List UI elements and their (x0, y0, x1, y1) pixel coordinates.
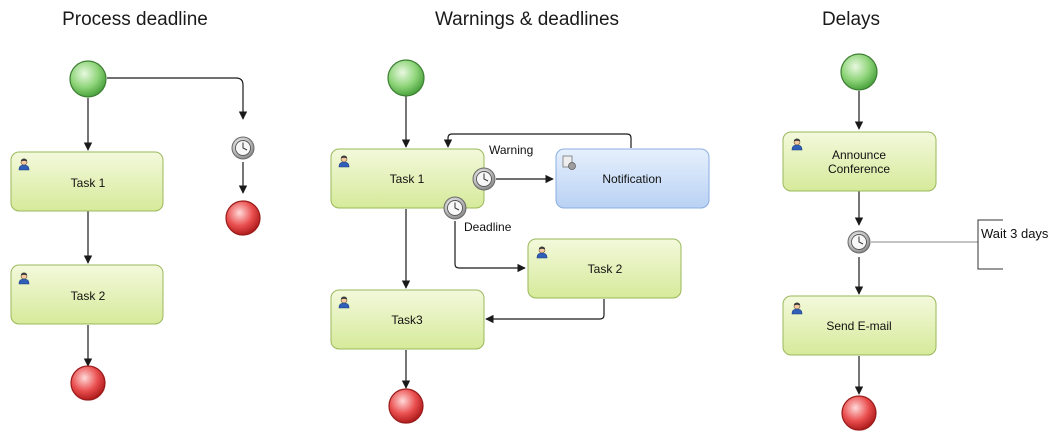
task-label: Task 1 (390, 172, 425, 186)
panel-title-delays: Delays (822, 9, 880, 30)
clock-icon[interactable] (443, 196, 467, 220)
annotation-bracket (977, 219, 1003, 270)
sequence-flow (107, 77, 248, 120)
panel-title-process-deadline: Process deadline (62, 9, 208, 30)
notification-task[interactable]: Notification (555, 148, 710, 209)
deadline-flow (454, 221, 526, 273)
start-event[interactable] (69, 60, 107, 98)
task-label: Task 2 (71, 289, 106, 303)
deadline-label: Deadline (464, 220, 512, 234)
end-event[interactable] (388, 388, 424, 424)
task-label: Conference (828, 162, 890, 176)
end-event[interactable] (841, 395, 877, 431)
clock-icon[interactable] (472, 167, 496, 191)
annotation-text: Wait 3 days (981, 226, 1049, 241)
clock-icon[interactable] (231, 136, 255, 160)
script-icon (562, 155, 576, 170)
panel-title-warnings-deadlines: Warnings & deadlines (435, 9, 619, 30)
end-event[interactable] (225, 200, 261, 236)
task-2[interactable]: Task 2 (10, 264, 164, 325)
task-1[interactable]: Task 1 (330, 148, 485, 209)
end-event[interactable] (70, 365, 106, 401)
task-label: Announce (832, 148, 886, 162)
send-email-task[interactable]: Send E-mail (782, 295, 937, 356)
start-event[interactable] (387, 59, 425, 97)
start-event[interactable] (840, 53, 878, 91)
task-3[interactable]: Task3 (330, 289, 485, 350)
clock-icon[interactable] (847, 230, 871, 254)
task-label: Send E-mail (826, 319, 891, 333)
task-label: Task 2 (588, 262, 623, 276)
task-label: Task3 (391, 313, 423, 327)
task-2[interactable]: Task 2 (527, 238, 682, 299)
task-label: Notification (602, 172, 661, 186)
loop-flow (443, 133, 632, 148)
announce-conference-task[interactable]: Announce Conference (782, 131, 937, 192)
task-1[interactable]: Task 1 (10, 151, 164, 212)
sequence-flow (485, 299, 605, 324)
task-label: Task 1 (71, 176, 106, 190)
warning-label: Warning (489, 143, 533, 157)
